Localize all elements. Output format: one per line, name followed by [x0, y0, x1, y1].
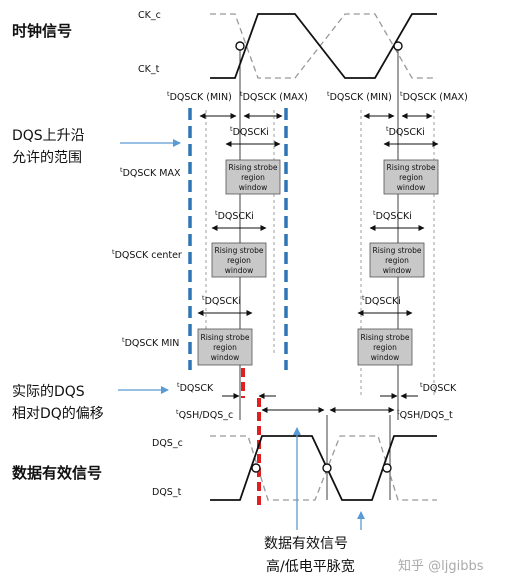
box-line3: window: [397, 183, 425, 192]
tdqscki-label: tDQSCKi: [202, 294, 241, 307]
tqsh-label-left: tQSH/DQS_c: [176, 408, 233, 421]
box-line1: Rising strobe: [387, 163, 436, 172]
ck-cross-marker: [235, 41, 245, 51]
offset-note-line2: 相对DQ的偏移: [12, 406, 104, 422]
box-line2: region: [385, 256, 409, 265]
box-line2: region: [399, 173, 423, 182]
tdqscki-label: tDQSCKi: [373, 209, 412, 222]
box-line3: window: [211, 353, 239, 362]
offset-note-line1: 实际的DQS: [12, 384, 85, 400]
clock-section-title: 时钟信号: [12, 22, 72, 40]
box-line3: window: [225, 266, 253, 275]
box-line1: Rising strobe: [361, 333, 410, 342]
ck-t-label: CK_t: [138, 64, 160, 75]
dqs-t-label: DQS_t: [152, 487, 182, 498]
rising-strobe-window-box: [225, 159, 281, 195]
dqs-range-note-line1: DQS上升沿: [12, 128, 85, 144]
dqs-c-label: DQS_c: [152, 438, 183, 449]
tdqscki-label: tDQSCKi: [386, 125, 425, 138]
box-line2: region: [373, 343, 397, 352]
rising-strobe-window-box: [211, 242, 267, 278]
tqsh-label-right: tQSH/DQS_t: [397, 408, 453, 421]
box-line3: window: [371, 353, 399, 362]
tdqsck-max-label-right: tDQSCK (MAX): [400, 90, 468, 103]
box-line1: Rising strobe: [373, 246, 422, 255]
watermark: 知乎 @ljgibbs: [398, 558, 484, 574]
rising-strobe-window-box: [383, 159, 439, 195]
rising-strobe-window-box: [357, 328, 413, 366]
dqs-cross-marker: [322, 463, 332, 473]
tdqsck-max-label-left: tDQSCK (MAX): [240, 90, 308, 103]
box-line1: Rising strobe: [215, 246, 264, 255]
data-valid-section-title: 数据有效信号: [12, 464, 102, 482]
tdqscki-label: tDQSCKi: [362, 294, 401, 307]
tdqsck-label-right: tDQSCK: [420, 381, 457, 394]
rising-strobe-window-box: [197, 328, 253, 366]
width-note-line1: 数据有效信号: [264, 536, 348, 552]
row-label-center: tDQSCK center: [112, 248, 182, 261]
box-line2: region: [213, 343, 237, 352]
tdqsck-min-label-left: tDQSCK (MIN): [167, 90, 232, 103]
width-note-line2: 高/低电平脉宽: [266, 558, 355, 575]
tdqscki-label: tDQSCKi: [230, 125, 269, 138]
box-line1: Rising strobe: [201, 333, 250, 342]
ck-t-waveform: [210, 13, 437, 79]
ck-cross-marker: [393, 41, 403, 51]
box-line1: Rising strobe: [229, 163, 278, 172]
dqs-cross-marker: [382, 463, 392, 473]
tdqscki-label: tDQSCKi: [215, 209, 254, 222]
box-line3: window: [383, 266, 411, 275]
dqs-c-waveform: [210, 435, 437, 501]
dqs-range-note-line2: 允许的范围: [12, 149, 82, 166]
rising-strobe-window-box: [369, 242, 425, 278]
box-line2: region: [227, 256, 251, 265]
tdqsck-min-label-right: tDQSCK (MIN): [327, 90, 392, 103]
row-label-min: tDQSCK MIN: [122, 336, 179, 349]
box-line3: window: [239, 183, 267, 192]
dqs-cross-marker: [251, 463, 261, 473]
row-label-max: tDQSCK MAX: [120, 166, 181, 179]
ck-c-label: CK_c: [138, 10, 161, 21]
box-line2: region: [241, 173, 265, 182]
tdqsck-label-left: tDQSCK: [177, 381, 214, 394]
